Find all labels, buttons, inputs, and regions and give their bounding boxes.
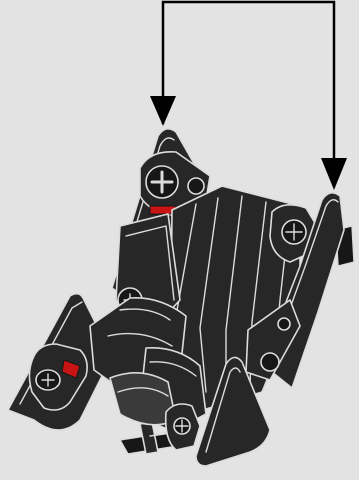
pin-hole-icon [261, 353, 279, 371]
pin-hole-icon [188, 178, 204, 194]
pin-hole-icon [278, 318, 290, 330]
